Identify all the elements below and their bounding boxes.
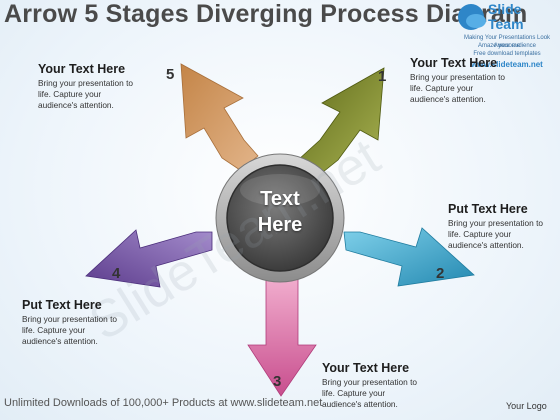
text-block-stage-2: Put Text Here Bring your presentation to…: [448, 202, 558, 251]
center-text-line2: Here: [257, 214, 303, 236]
stage-4-heading: Put Text Here: [22, 298, 102, 312]
logo-name: Slide Team: [488, 2, 524, 32]
logo-url: www.slideteam.net: [471, 60, 543, 69]
logo-tagline-2: Amaze your audience: [477, 43, 537, 49]
center-text: Text Here: [230, 186, 330, 238]
stage-5-heading: Your Text Here: [38, 62, 126, 76]
arrow-stage-2: [343, 227, 475, 287]
slide-title: Arrow 5 Stages Diverging Process Diagram: [4, 0, 528, 28]
stage-1-heading: Your Text Here: [410, 56, 498, 70]
logo-tagline-3: Free download templates: [473, 51, 541, 57]
text-block-stage-1: Your Text Here Bring your presentation t…: [410, 56, 530, 105]
logo-mark-accent-icon: [466, 14, 486, 28]
stage-1-body: Bring your presentation to life. Capture…: [410, 72, 506, 104]
center-text-line1: Text: [260, 188, 300, 210]
text-block-stage-5: Your Text Here Bring your presentation t…: [38, 62, 158, 111]
footer-downloads-link[interactable]: Unlimited Downloads of 100,000+ Products…: [4, 397, 323, 409]
arrow-stage-5: [180, 63, 259, 171]
text-block-stage-4: Put Text Here Bring your presentation to…: [22, 298, 142, 347]
stage-3-heading: Your Text Here: [322, 361, 410, 375]
stage-number-1: 1: [378, 68, 387, 85]
footer-logo-placeholder: Your Logo: [506, 401, 547, 411]
logo-name-line2: Team: [488, 16, 524, 32]
stage-4-body: Bring your presentation to life. Capture…: [22, 314, 118, 346]
stage-3-body: Bring your presentation to life. Capture…: [322, 377, 418, 409]
stage-number-2: 2: [436, 265, 445, 282]
text-block-stage-3: Your Text Here Bring your presentation t…: [322, 361, 442, 410]
stage-2-body: Bring your presentation to life. Capture…: [448, 218, 544, 250]
stage-number-3: 3: [273, 373, 282, 390]
slideteam-logo: Slide Team Making Your Presentations Loo…: [454, 0, 560, 78]
stage-number-4: 4: [112, 265, 121, 282]
arrow-stage-3: [247, 269, 317, 397]
logo-name-line1: Slide: [488, 1, 522, 17]
center-hub: [215, 153, 345, 283]
stage-2-heading: Put Text Here: [448, 202, 528, 216]
stage-number-5: 5: [166, 66, 175, 83]
arrow-stage-1: [297, 67, 385, 177]
logo-tagline-1: Making Your Presentations Look Awesome: [463, 35, 551, 49]
arrow-stage-4: [85, 229, 213, 288]
stage-5-body: Bring your presentation to life. Capture…: [38, 78, 134, 110]
